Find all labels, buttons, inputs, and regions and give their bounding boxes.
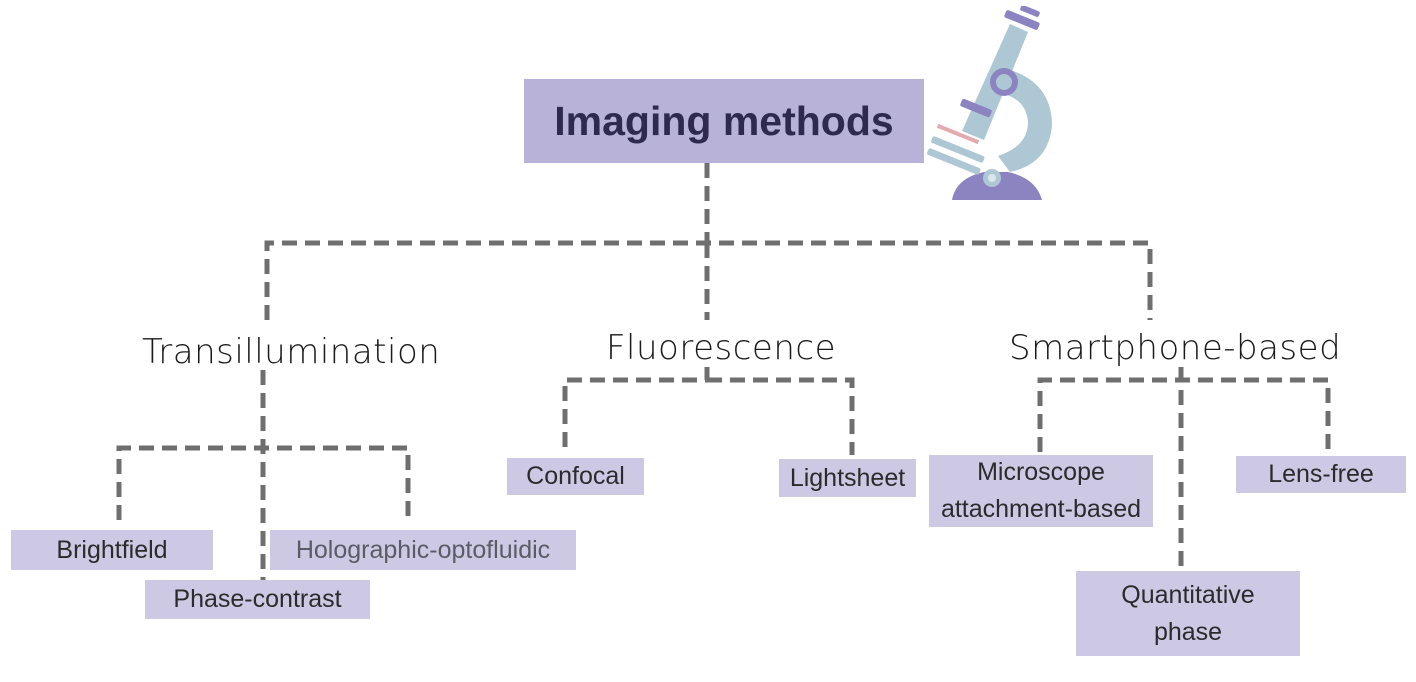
category-smartphone-based: Smartphone-based [1009, 328, 1342, 368]
leaf-brightfield: Brightfield [11, 530, 213, 570]
root-title: Imaging methods [554, 97, 894, 144]
connector-transillumination-bus [116, 445, 411, 520]
leaf-microscope-attachment-based: Microscope attachment-based [929, 455, 1153, 527]
leaf-lightsheet-label: Lightsheet [789, 463, 906, 492]
leaf-microscope-attachment-line1: Microscope [977, 458, 1105, 486]
microscope-icon [927, 6, 1052, 200]
connector-smartphone-bus [1037, 377, 1331, 455]
leaf-holographic-optofluidic: Holographic-optofluidic [270, 530, 576, 570]
category-transillumination: Transillumination [142, 332, 441, 372]
connector-fluorescence-bus-right [707, 377, 855, 455]
leaf-lightsheet: Lightsheet [779, 459, 916, 497]
leaf-phase-contrast: Phase-contrast [145, 580, 370, 619]
leaf-quantitative-line2: phase [1153, 617, 1223, 646]
leaf-confocal-label: Confocal [526, 462, 625, 490]
leaf-confocal: Confocal [507, 458, 644, 495]
leaf-brightfield-label: Brightfield [56, 535, 168, 564]
root-node-imaging-methods: Imaging methods [524, 79, 924, 163]
leaf-holographic-label: Holographic-optofluidic [295, 535, 551, 564]
leaf-lens-free-label: Lens-free [1268, 460, 1374, 488]
leaf-microscope-attachment-line2: attachment-based [940, 495, 1142, 523]
leaf-phase-contrast-label: Phase-contrast [173, 585, 342, 613]
connector-fluorescence-bus [562, 367, 710, 455]
leaf-lens-free: Lens-free [1236, 456, 1406, 493]
leaf-quantitative-line1: Quantitative [1121, 580, 1255, 609]
leaf-quantitative-phase: Quantitative phase [1076, 571, 1300, 656]
category-fluorescence: Fluorescence [606, 328, 836, 368]
